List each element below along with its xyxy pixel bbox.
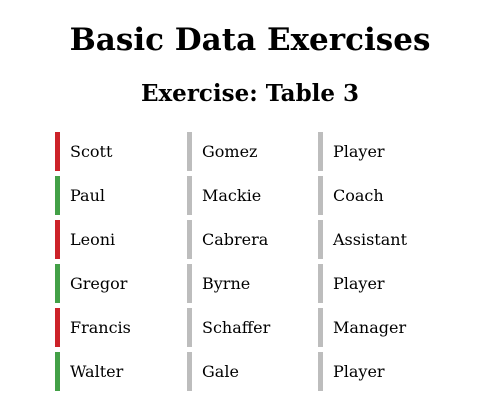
first-name-cell: Gregor [55, 264, 175, 303]
role-cell: Manager [318, 308, 438, 347]
table-row: Walter Gale Player [55, 352, 475, 391]
role-cell: Player [318, 352, 438, 391]
exercise-subtitle: Exercise: Table 3 [140, 80, 360, 107]
last-name-cell: Byrne [187, 264, 307, 303]
first-name-cell: Francis [55, 308, 175, 347]
last-name-cell: Schaffer [187, 308, 307, 347]
first-name-cell: Paul [55, 176, 175, 215]
table-row: Gregor Byrne Player [55, 264, 475, 303]
role-cell: Coach [318, 176, 438, 215]
table-row: Francis Schaffer Manager [55, 308, 475, 347]
first-name-cell: Walter [55, 352, 175, 391]
page-title: Basic Data Exercises [69, 22, 431, 58]
last-name-cell: Gale [187, 352, 307, 391]
table-row: Paul Mackie Coach [55, 176, 475, 215]
last-name-cell: Gomez [187, 132, 307, 171]
table-row: Leoni Cabrera Assistant [55, 220, 475, 259]
role-cell: Player [318, 132, 438, 171]
first-name-cell: Scott [55, 132, 175, 171]
data-table: Scott Gomez Player Paul Mackie Coach Leo… [55, 132, 475, 396]
first-name-cell: Leoni [55, 220, 175, 259]
last-name-cell: Cabrera [187, 220, 307, 259]
role-cell: Assistant [318, 220, 438, 259]
role-cell: Player [318, 264, 438, 303]
table-row: Scott Gomez Player [55, 132, 475, 171]
last-name-cell: Mackie [187, 176, 307, 215]
